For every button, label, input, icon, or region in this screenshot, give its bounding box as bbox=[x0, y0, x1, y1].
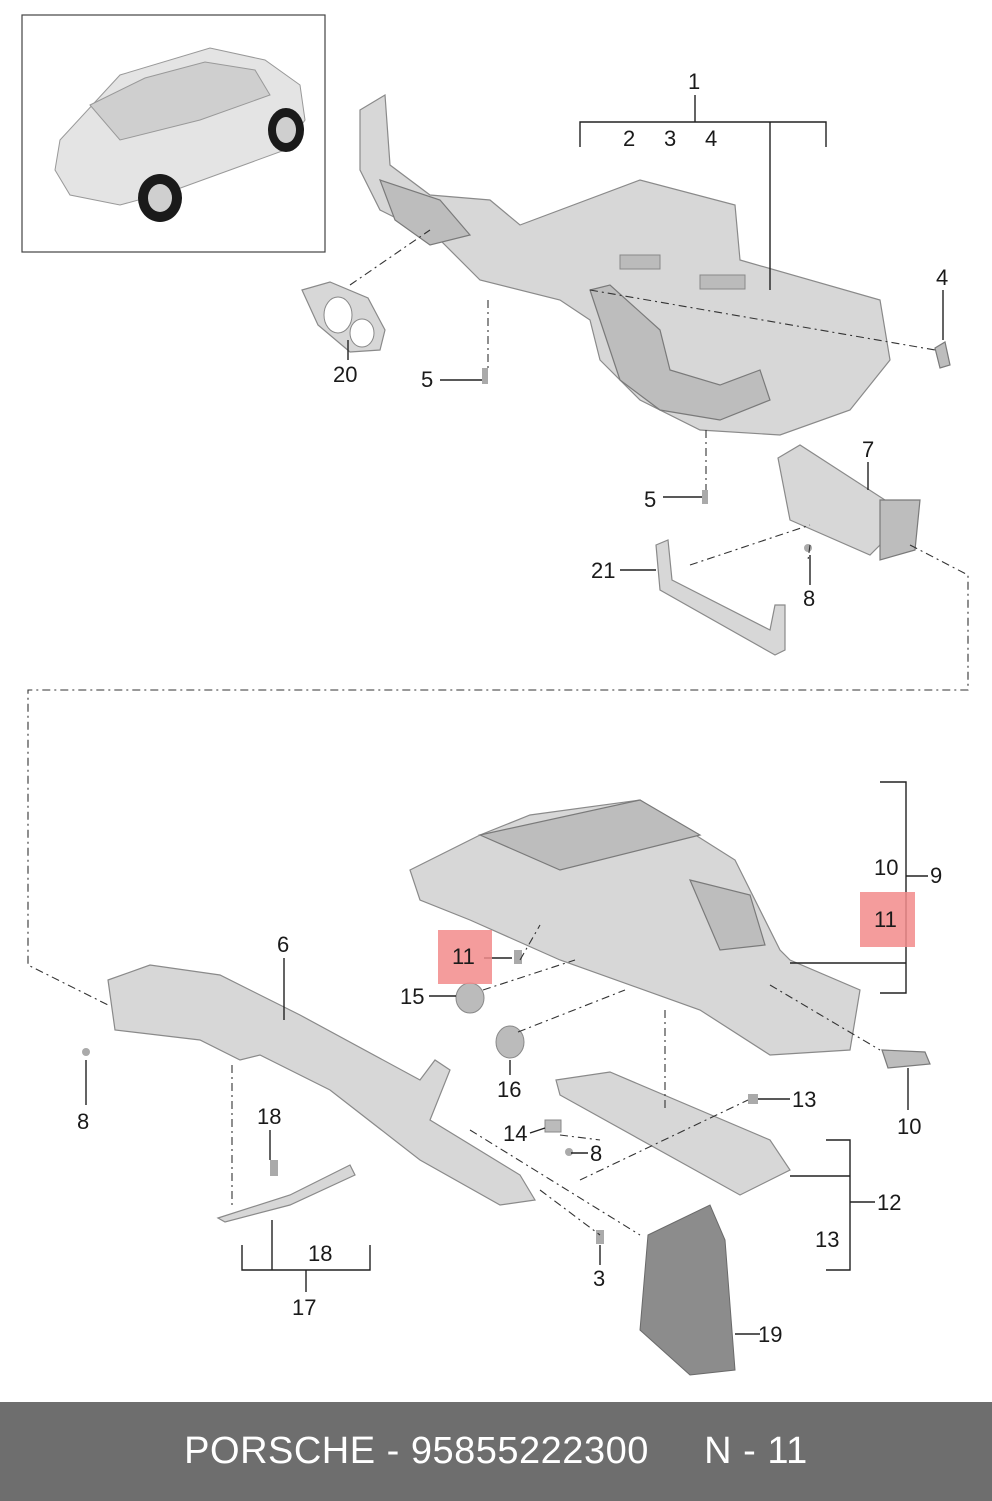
dashboard-carrier bbox=[359, 93, 891, 436]
callout-8-left: 8 bbox=[77, 1109, 89, 1134]
lower-trim-panel bbox=[107, 964, 536, 1206]
footer-separator: - bbox=[386, 1430, 400, 1472]
callout-11-upper: 11 bbox=[874, 907, 897, 932]
glovebox-housing bbox=[409, 799, 861, 1056]
air-vent-part bbox=[301, 281, 386, 353]
callout-4-fastener: 4 bbox=[936, 265, 948, 290]
callout-9: 9 bbox=[930, 863, 942, 888]
vehicle-thumbnail bbox=[21, 14, 326, 253]
callout-10-lower: 10 bbox=[897, 1114, 921, 1139]
callout-17: 17 bbox=[292, 1295, 316, 1320]
callout-8-middle: 8 bbox=[590, 1141, 602, 1166]
callout-2: 2 bbox=[623, 126, 635, 151]
brand-name: PORSCHE bbox=[184, 1430, 376, 1472]
callout-19: 19 bbox=[758, 1322, 782, 1347]
callout-4: 4 bbox=[705, 126, 717, 151]
highlight-box-11-lower bbox=[438, 930, 492, 984]
exploded-parts-diagram: 1 2 3 4 4 20 5 7 5 21 8 10 9 11 6 11 15 … bbox=[21, 14, 969, 1376]
callout-5-lower: 5 bbox=[644, 487, 656, 512]
footer-bar: PORSCHE - 95855222300 N - 11 bbox=[0, 1402, 992, 1501]
callout-18-upper: 18 bbox=[257, 1104, 281, 1129]
callout-14: 14 bbox=[503, 1121, 527, 1146]
callout-5-upper: 5 bbox=[421, 367, 433, 392]
callout-3-lower: 3 bbox=[593, 1266, 605, 1291]
page-label: N - 11 bbox=[704, 1430, 808, 1472]
callout-13-upper: 13 bbox=[792, 1087, 816, 1112]
callout-11-lower: 11 bbox=[452, 944, 475, 969]
callout-10-upper: 10 bbox=[874, 855, 898, 880]
callout-16: 16 bbox=[497, 1077, 521, 1102]
callout-12: 12 bbox=[877, 1190, 901, 1215]
glovebox-lid bbox=[555, 1071, 791, 1196]
highlight-box-11-upper bbox=[860, 892, 915, 947]
small-components bbox=[82, 341, 951, 1244]
callout-6: 6 bbox=[277, 932, 289, 957]
part-number: 95855222300 bbox=[410, 1430, 649, 1472]
callout-1: 1 bbox=[688, 69, 700, 94]
callout-15: 15 bbox=[400, 984, 424, 1009]
assembly-lines bbox=[27, 229, 969, 1236]
trim-panel-part bbox=[777, 444, 921, 561]
handle-part bbox=[655, 539, 786, 656]
side-cover bbox=[639, 1204, 736, 1376]
leader-lines bbox=[85, 95, 944, 1335]
callout-8-upper: 8 bbox=[803, 586, 815, 611]
callout-18-lower: 18 bbox=[308, 1241, 332, 1266]
trim-strip bbox=[216, 1164, 356, 1223]
callout-labels: 1 2 3 4 4 20 5 7 5 21 8 10 9 11 6 11 15 … bbox=[77, 69, 948, 1347]
callout-13-lower: 13 bbox=[815, 1227, 839, 1252]
callout-7: 7 bbox=[862, 437, 874, 462]
callout-20: 20 bbox=[333, 362, 357, 387]
footer-caption: PORSCHE - 95855222300 N - 11 bbox=[184, 1430, 808, 1473]
callout-3: 3 bbox=[664, 126, 676, 151]
callout-21: 21 bbox=[591, 558, 615, 583]
